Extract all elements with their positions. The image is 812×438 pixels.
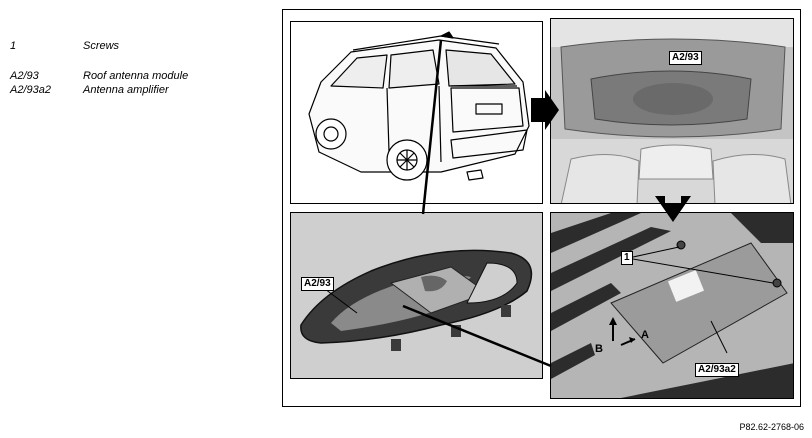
legend-description: Antenna amplifier [83,84,169,96]
arrow-a-label: A [641,329,649,341]
antenna-module-drawing [291,213,542,378]
legend-code: A2/93 [10,70,39,82]
legend-code: A2/93a2 [10,84,51,96]
amplifier-detail-panel: 1 A B A2/93a2 [550,212,794,399]
screws-label: 1 [621,251,633,265]
module-label: A2/93 [301,277,334,291]
legend-description: Roof antenna module [83,70,189,82]
amplifier-label: A2/93a2 [695,363,739,377]
vehicle-drawing [308,31,530,181]
arrow-b-label: B [595,343,603,355]
headliner-panel: A2/93 [550,18,794,204]
vehicle-overview-panel [290,21,543,204]
antenna-module-panel: A2/93 [290,212,543,379]
module-label: A2/93 [669,51,702,65]
headliner-photo [551,19,793,203]
figure-frame: A2/93 A2/93 [282,9,801,407]
figure-reference: P82.62-2768-06 [739,422,804,432]
amplifier-detail-photo [551,213,793,398]
legend-code: 1 [10,40,17,52]
legend-description: Screws [83,40,120,52]
